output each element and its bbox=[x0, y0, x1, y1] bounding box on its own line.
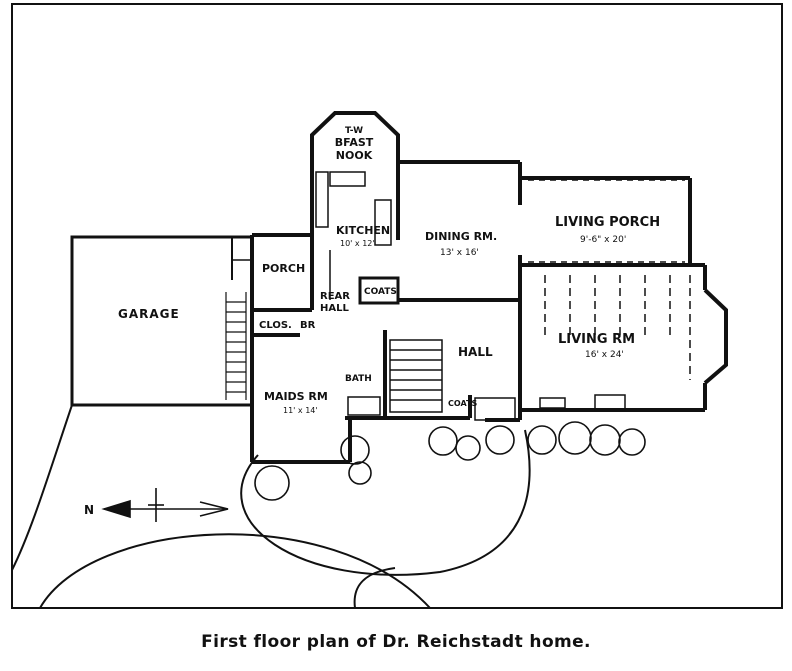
driveway bbox=[11, 404, 531, 609]
north-arrow: N bbox=[84, 488, 229, 522]
clos-label: CLOS. bbox=[259, 320, 292, 331]
house-walls bbox=[250, 111, 728, 464]
living-porch-label: LIVING PORCH bbox=[555, 215, 660, 230]
bfast-label-2: BFAST bbox=[335, 136, 374, 149]
shrubs bbox=[254, 421, 646, 501]
living-porch-size: 9'-6" x 20' bbox=[580, 235, 626, 245]
kitchen-size: 10' x 12' bbox=[340, 239, 375, 248]
coats-rear-label: COATS bbox=[364, 287, 397, 297]
bfast-label-1: T-W bbox=[345, 126, 363, 136]
br-label: BR bbox=[300, 320, 316, 331]
north-label: N bbox=[84, 503, 94, 517]
living-rm-label: LIVING RM bbox=[558, 332, 635, 347]
rear-hall-label-1: REAR bbox=[320, 291, 350, 302]
rear-hall-label-2: HALL bbox=[320, 303, 349, 314]
room-labels: T-W BFAST NOOK KITCHEN 10' x 12' DINING … bbox=[118, 126, 660, 415]
hall-label: HALL bbox=[458, 345, 493, 359]
living-rm-size: 16' x 24' bbox=[585, 350, 624, 360]
bath-label: BATH bbox=[345, 374, 372, 384]
compass-icon bbox=[101, 488, 229, 522]
bfast-label-3: NOOK bbox=[336, 149, 373, 162]
garage-label: GARAGE bbox=[118, 307, 180, 321]
coats-front-label: COATS bbox=[448, 399, 477, 408]
garage-block bbox=[70, 235, 254, 407]
maids-rm-size: 11' x 14' bbox=[283, 406, 318, 415]
porch-label: PORCH bbox=[262, 262, 305, 275]
dining-label: DINING RM. bbox=[425, 230, 497, 243]
dining-size: 13' x 16' bbox=[440, 248, 479, 258]
kitchen-label: KITCHEN bbox=[336, 224, 390, 237]
plan-caption: First floor plan of Dr. Reichstadt home. bbox=[201, 632, 591, 652]
plan-frame bbox=[11, 3, 783, 609]
maids-rm-label: MAIDS RM bbox=[264, 390, 328, 403]
interior-details bbox=[315, 171, 691, 421]
